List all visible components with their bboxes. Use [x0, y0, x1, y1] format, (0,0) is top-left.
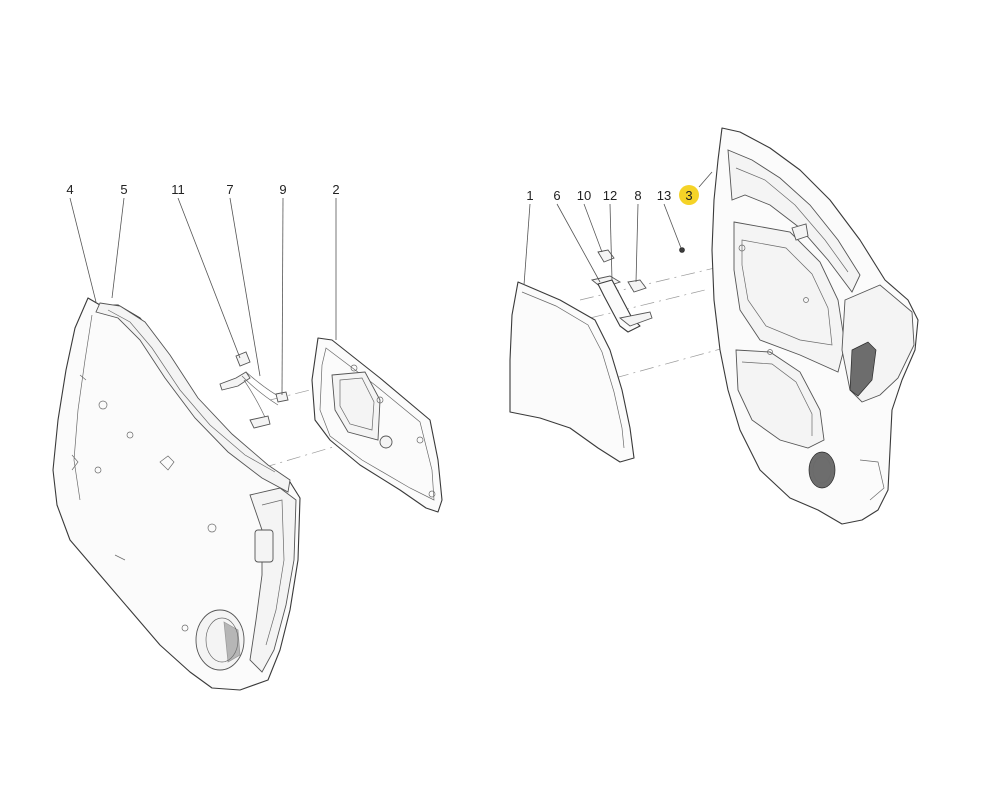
callout-4[interactable]: 4 [66, 182, 73, 197]
callout-11[interactable]: 11 [171, 182, 185, 197]
callout-8[interactable]: 8 [634, 188, 641, 203]
part-3-door-trim-panel [711, 127, 919, 525]
part-7-9-11-strap-assembly [219, 351, 289, 429]
part-1-door-glass [509, 281, 635, 463]
callout-5[interactable]: 5 [120, 182, 127, 197]
callout-12[interactable]: 12 [603, 188, 617, 203]
part-6-8-10-12-13-fittings [590, 247, 685, 333]
callout-3-highlight [679, 185, 699, 205]
part-4-5-door-inner-panel [52, 297, 301, 691]
callout-1[interactable]: 1 [526, 188, 533, 203]
callout-7[interactable]: 7 [226, 182, 233, 197]
callout-leader-lines [69, 171, 713, 396]
callout-3[interactable]: 3 [685, 188, 692, 203]
callout-13[interactable]: 13 [657, 188, 671, 203]
callout-6[interactable]: 6 [553, 188, 560, 203]
part-2-backing-sheet [311, 337, 443, 513]
callout-9[interactable]: 9 [279, 182, 286, 197]
callout-labels: 4 5 11 7 9 2 1 6 10 12 8 13 3 [66, 182, 699, 205]
callout-2[interactable]: 2 [332, 182, 339, 197]
callout-10[interactable]: 10 [577, 188, 591, 203]
